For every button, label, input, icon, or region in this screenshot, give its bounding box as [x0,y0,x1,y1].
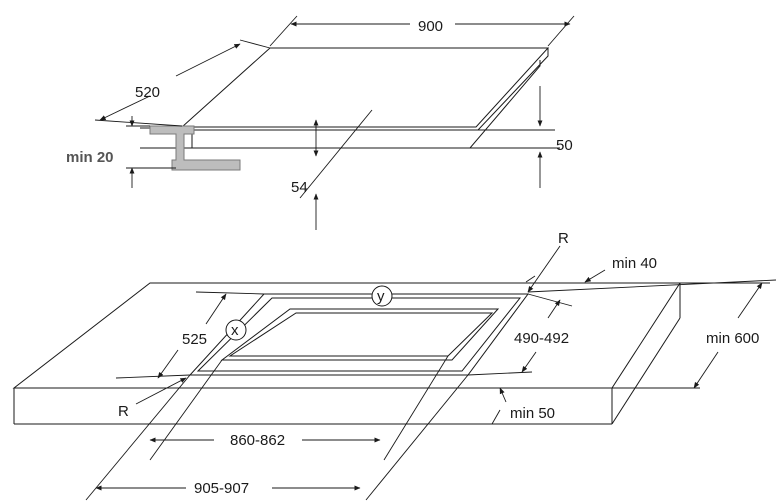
min-support-label: min 20 [66,149,114,166]
cutout-depth-label: 490-492 [514,330,569,347]
radius-top-label: R [558,230,569,247]
callout-x-label: x [231,322,239,339]
worktop-thickness-label: min 50 [510,405,555,422]
callout-y-label: y [377,288,385,305]
dimension-54: 54 [291,109,373,230]
dimension-520: 520 [94,39,271,127]
inner-depth-label: 525 [182,331,207,348]
hob-width-label: 900 [418,18,443,35]
dimension-min20: min 20 [66,116,176,188]
radius-bottom: R [118,377,187,420]
dimension-min40: min 40 [525,255,776,293]
callout-x: x [225,319,247,341]
dimension-860-862: 860-862 [149,355,449,461]
dimension-50: 50 [478,86,573,188]
hob-depth-label: 520 [135,84,160,101]
dimension-900: 900 [269,15,575,47]
dimension-min50: min 50 [491,387,555,425]
outer-width-label: 905-907 [194,480,249,497]
support-bracket [149,125,241,171]
radius-top: R [527,230,569,293]
clearance-label: 54 [291,179,308,196]
dimension-min600: min 600 [612,282,770,389]
callout-y: y [371,285,393,307]
worktop-depth-label: min 600 [706,330,759,347]
radius-bottom-label: R [118,403,129,420]
dimension-905-907: 905-907 [85,374,469,501]
inner-width-label: 860-862 [230,432,285,449]
back-margin-label: min 40 [612,255,657,272]
worktop-slab [12,282,681,425]
hob-height-label: 50 [556,137,573,154]
dimension-525: 525 [115,291,265,379]
dimension-490-492: 490-492 [467,293,573,376]
